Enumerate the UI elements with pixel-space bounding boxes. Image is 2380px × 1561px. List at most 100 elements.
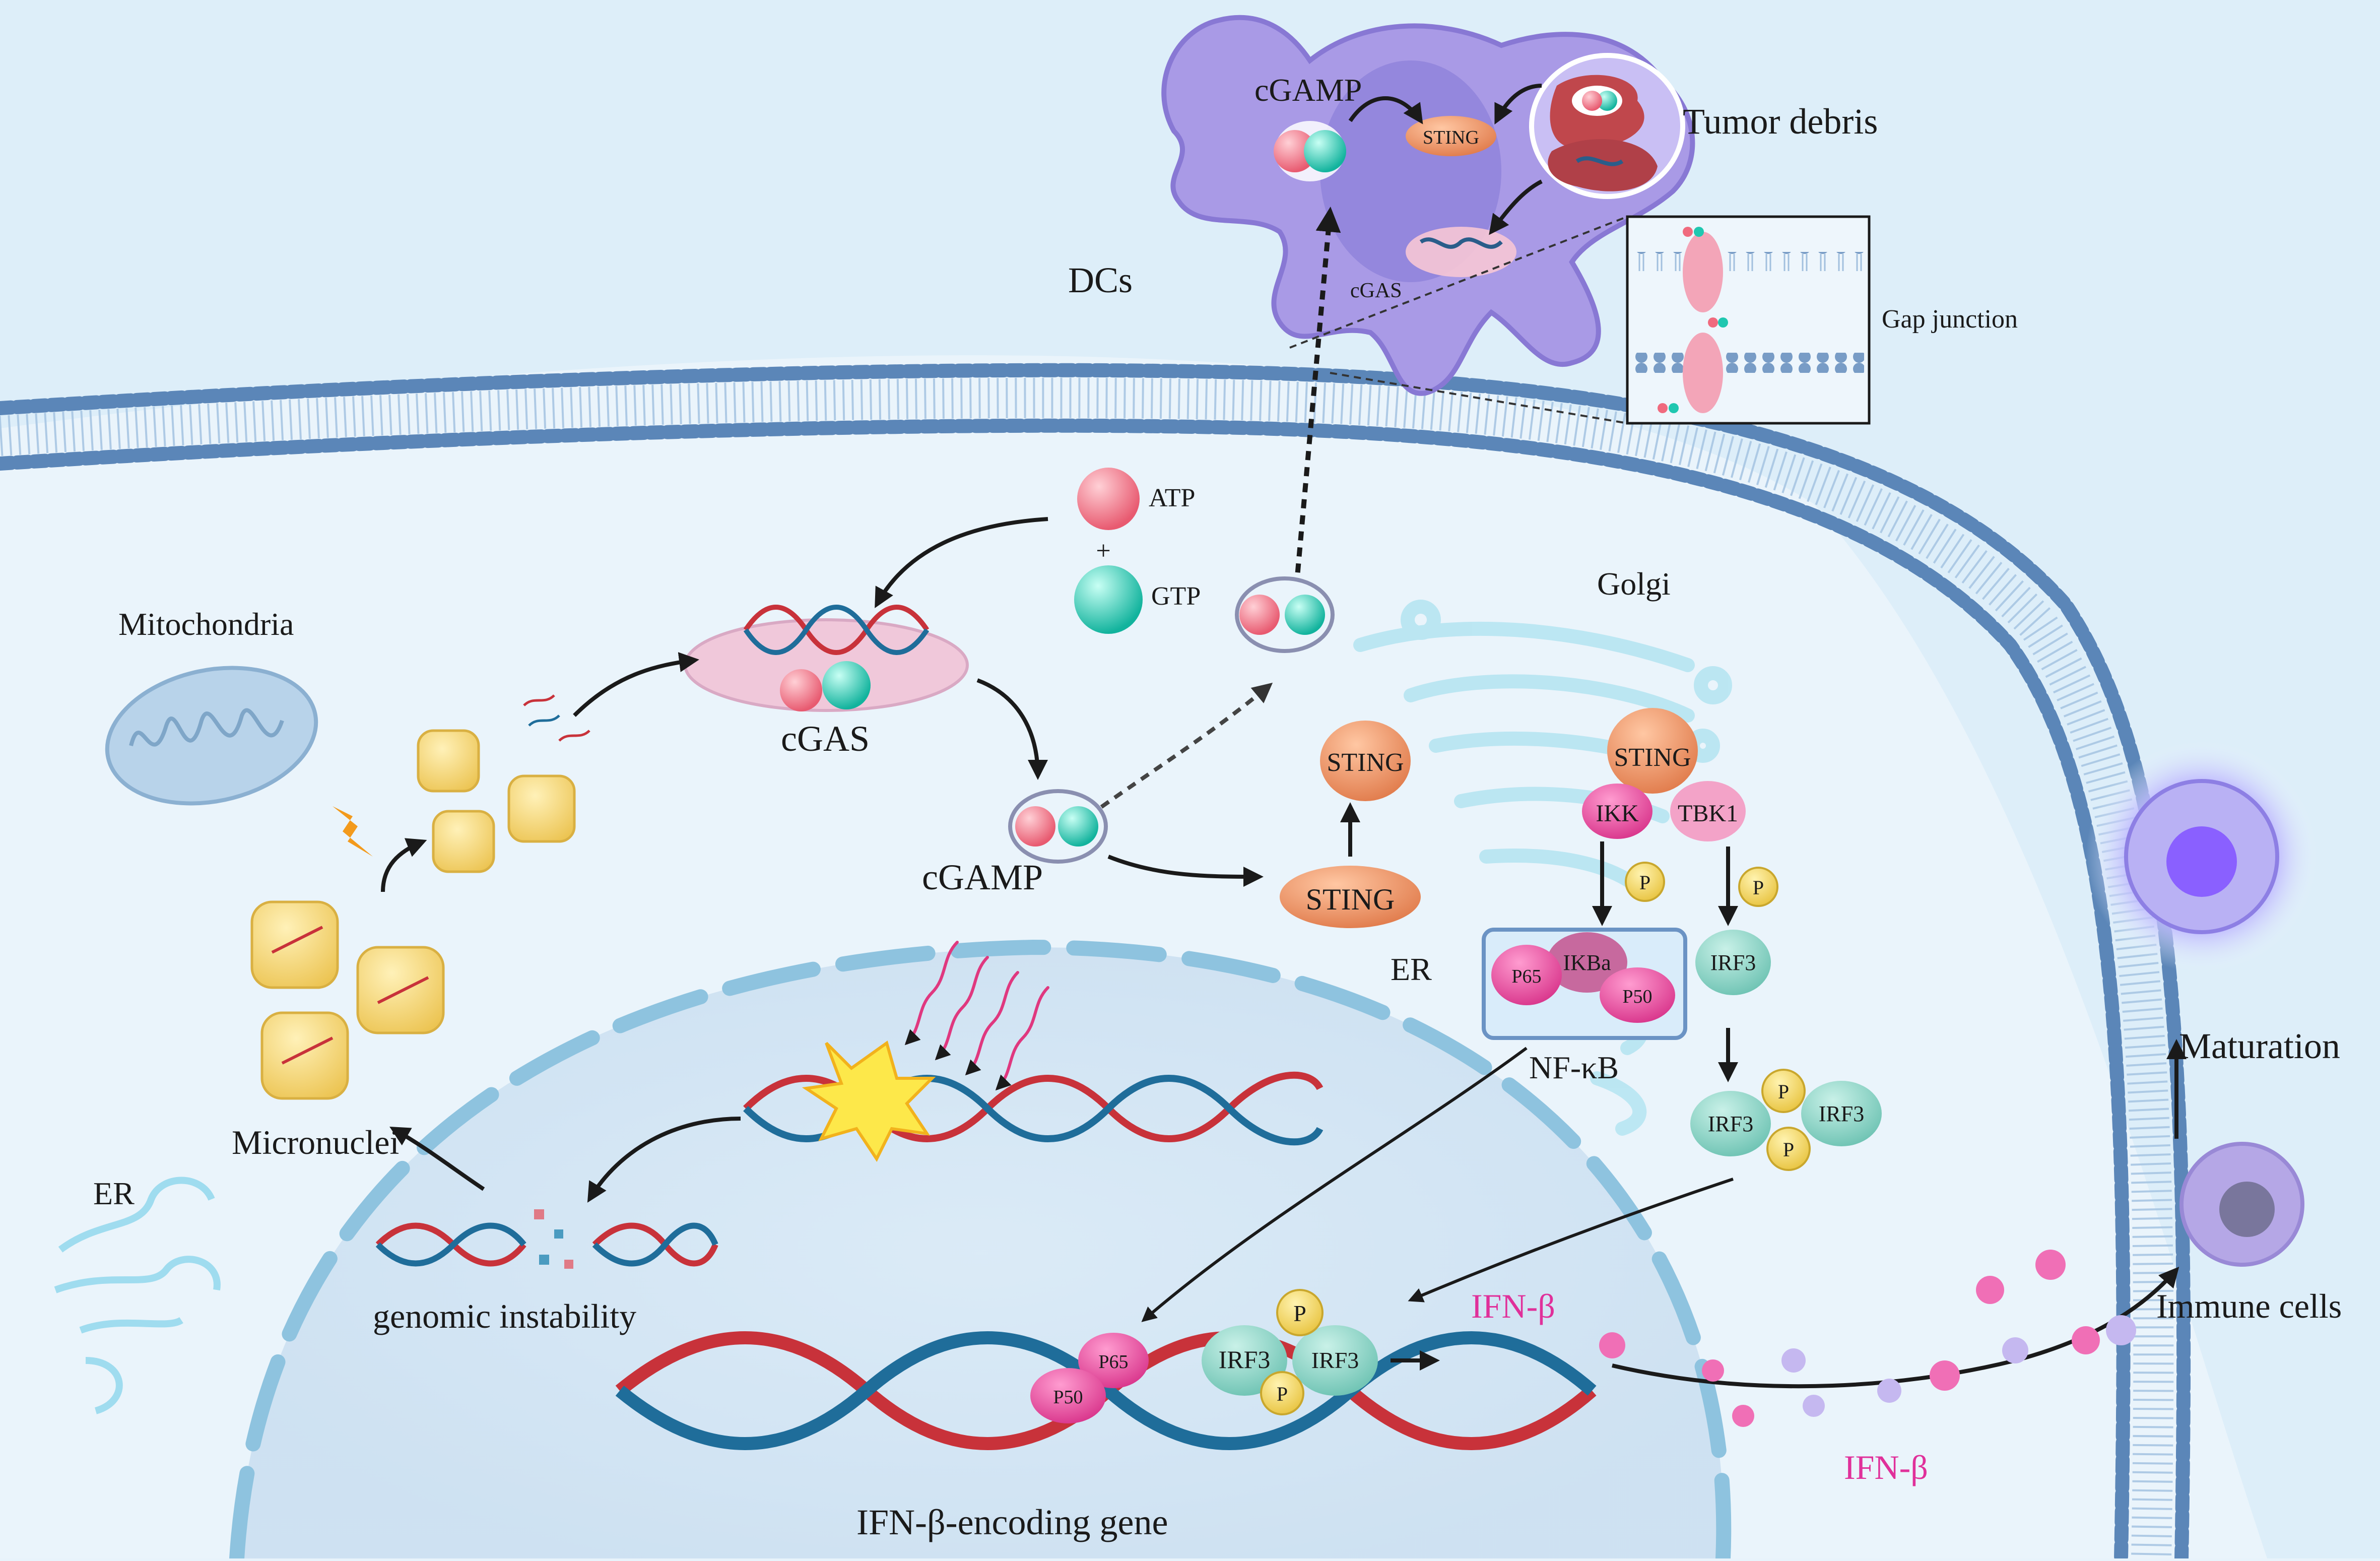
- damaged-dna: [743, 1040, 1324, 1162]
- golgi-organelle: [1353, 600, 1732, 1136]
- phospho-dimer-top: [1761, 1069, 1806, 1113]
- ifnb-particles: [1599, 1250, 2136, 1427]
- sting-golgi: [1320, 721, 1411, 801]
- arrow-cgamp-export: [1087, 682, 1273, 818]
- label-sting-golgi: STING: [1327, 748, 1404, 777]
- arrow-ifnb-to-immune: [1612, 1266, 2179, 1389]
- arrow-atp-gtp-to-cgas: [875, 517, 1048, 609]
- label-micronuclei: Micronuclei: [232, 1123, 399, 1161]
- label-ifnb-outer: IFN-β: [1844, 1448, 1928, 1486]
- atp-molecule: [1077, 468, 1140, 530]
- nuclear-p50: [1030, 1368, 1106, 1423]
- phospho-tbk1: [1738, 867, 1778, 907]
- label-p-tbk1: P: [1753, 876, 1764, 899]
- arrow-debris-to-sting: [1494, 84, 1542, 125]
- ikk-protein: [1582, 784, 1652, 839]
- phospho-ikk: [1625, 862, 1665, 902]
- nucleus: [229, 939, 1732, 1561]
- label-dcs: DCs: [1068, 260, 1133, 300]
- label-cgas-dc: cGAS: [1350, 279, 1402, 302]
- ruptured-micronuclei: [417, 729, 576, 873]
- gap-junction-leader-bottom: [1330, 372, 1628, 424]
- phospho-dimer-bottom: [1766, 1127, 1811, 1171]
- label-plus: +: [1096, 537, 1110, 565]
- label-ikba: IKBa: [1563, 950, 1611, 975]
- label-genomic-instability: genomic instability: [373, 1297, 636, 1335]
- label-ikk: IKK: [1596, 800, 1639, 827]
- label-sting-er: STING: [1306, 883, 1395, 916]
- label-p50: P50: [1622, 986, 1652, 1007]
- label-tumor-debris: Tumor debris: [1683, 101, 1878, 142]
- label-sting-complex: STING: [1614, 743, 1691, 772]
- label-nuclear-p-top: P: [1293, 1300, 1306, 1326]
- label-maturation: Maturation: [2179, 1026, 2340, 1066]
- arrow-instability-to-micronuclei: [389, 1127, 485, 1191]
- label-nuclear-p-bottom: P: [1277, 1383, 1288, 1405]
- p50-protein: [1600, 967, 1675, 1023]
- label-atp: ATP: [1149, 484, 1195, 512]
- label-er-right: ER: [1391, 951, 1432, 987]
- label-cgamp-dc: cGAMP: [1254, 72, 1362, 108]
- label-irf3-single: IRF3: [1710, 950, 1756, 975]
- label-gtp: GTP: [1151, 582, 1201, 611]
- dendritic-cell: [1161, 15, 1695, 396]
- nuclear-phospho-bottom: [1260, 1371, 1304, 1415]
- label-nuclear-p65: P65: [1098, 1351, 1128, 1373]
- nuclear-p65: [1078, 1333, 1149, 1388]
- label-cgamp: cGAMP: [922, 857, 1043, 897]
- er-left-organelle: [54, 1177, 221, 1414]
- arrow-damage-to-instability: [587, 1117, 741, 1203]
- arrow-nfkb-to-nucleus: [1141, 1047, 1528, 1322]
- label-nuclear-irf3-a: IRF3: [1219, 1345, 1271, 1374]
- ifnb-gene-dna: [615, 1331, 1597, 1450]
- nuclear-irf3-a: [1202, 1325, 1287, 1396]
- arrow-micronuclei-rupture: [381, 838, 427, 892]
- label-irf3-a: IRF3: [1708, 1112, 1753, 1136]
- label-p65: P65: [1511, 966, 1541, 987]
- label-tbk1: TBK1: [1678, 800, 1738, 827]
- arrow-cgas-to-cgamp: [976, 678, 1048, 780]
- tbk1-protein: [1670, 781, 1746, 841]
- arrow-debris-to-cgas: [1489, 179, 1543, 235]
- label-p-ikk: P: [1639, 871, 1650, 894]
- arrow-cgamp-to-dc: [1292, 207, 1341, 605]
- label-gap-junction: Gap junction: [1882, 305, 2018, 334]
- irf3-single: [1695, 930, 1771, 995]
- label-nuclear-p50: P50: [1053, 1387, 1083, 1408]
- label-cgas: cGAS: [781, 719, 870, 759]
- p65-protein: [1491, 945, 1562, 1005]
- label-irf3-b: IRF3: [1819, 1101, 1864, 1126]
- label-er-left: ER: [93, 1176, 135, 1211]
- arrow-dna-release: [573, 652, 699, 717]
- radiation-rays: [904, 941, 1049, 1091]
- arrow-irf3-to-nucleus: [1408, 1178, 1734, 1303]
- nuclear-irf3-b: [1292, 1325, 1378, 1396]
- arrow-cgamp-to-sting: [1107, 855, 1264, 887]
- irf3-dimer-left: [1690, 1091, 1771, 1156]
- label-golgi: Golgi: [1597, 566, 1671, 602]
- gtp-molecule: [1074, 565, 1143, 634]
- ikba-protein: [1547, 932, 1627, 993]
- sting-er: [1280, 866, 1421, 928]
- mitochondria-organelle: [105, 666, 318, 806]
- irf3-dimer-right: [1801, 1081, 1882, 1146]
- nuclear-phospho-top: [1276, 1289, 1324, 1336]
- label-nfkb: NF-κB: [1529, 1050, 1619, 1085]
- label-mitochondria: Mitochondria: [118, 606, 294, 642]
- genomic-instability-dna: [375, 1209, 718, 1269]
- label-p-dimer-bottom: P: [1783, 1138, 1794, 1161]
- lightning-icon: [333, 806, 373, 857]
- released-dna-fragments: [523, 694, 590, 742]
- label-ifnb-inner: IFN-β: [1471, 1287, 1555, 1325]
- gap-junction-inset: [1626, 215, 1871, 425]
- label-nuclear-irf3-b: IRF3: [1311, 1347, 1359, 1373]
- label-p-dimer-top: P: [1778, 1080, 1789, 1103]
- label-sting-dc: STING: [1423, 127, 1479, 148]
- arrow-cgamp-to-sting-dc: [1348, 96, 1423, 124]
- label-ifnb-gene: IFN-β-encoding gene: [856, 1502, 1168, 1542]
- sting-complex: [1607, 708, 1698, 794]
- micronuclei-cluster: [250, 900, 445, 1100]
- label-immune-cells: Immune cells: [2156, 1287, 2342, 1325]
